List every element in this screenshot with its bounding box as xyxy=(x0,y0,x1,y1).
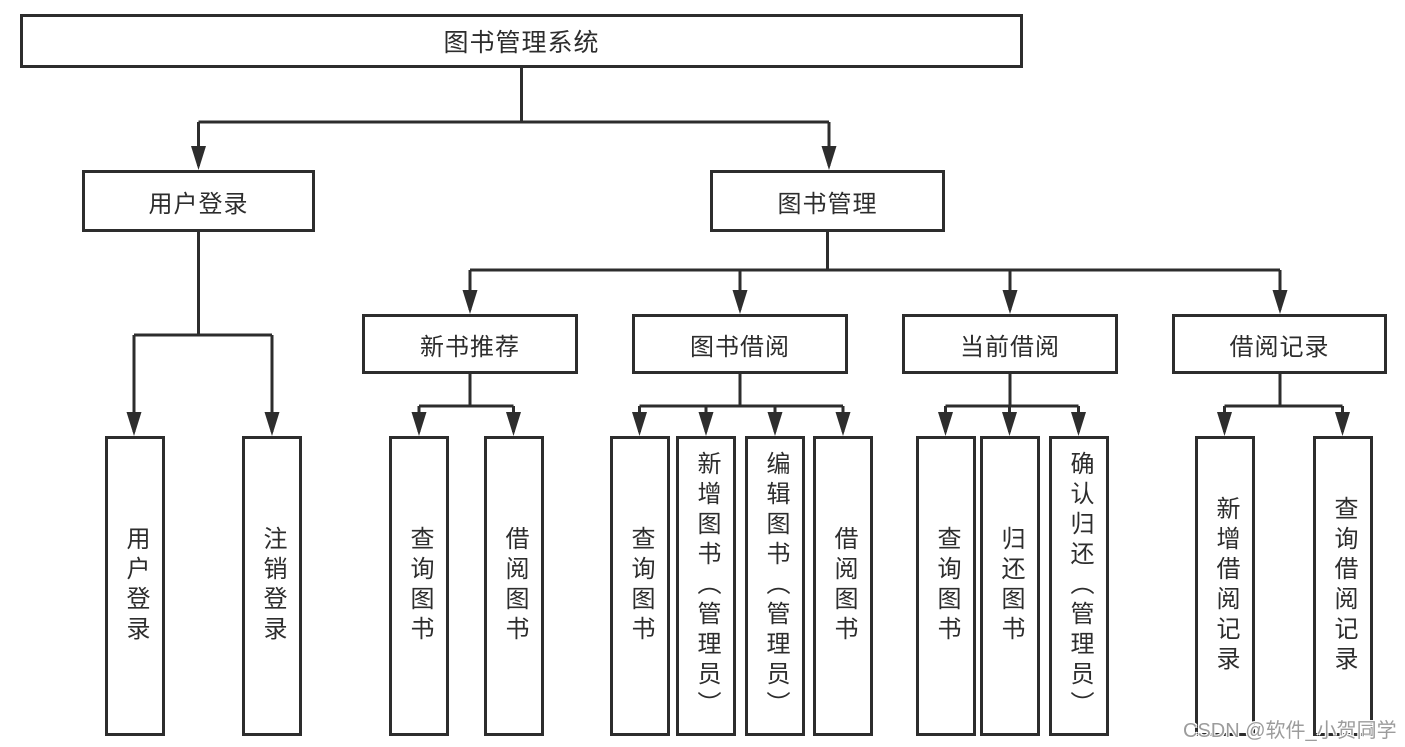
diagram-node-bb-query-book: 查询图书 xyxy=(610,436,670,736)
node-label: 图书管理 xyxy=(777,190,878,218)
diagram-node-book-mgmt: 图书管理 xyxy=(710,170,945,232)
node-label: 新增图书（管理员） xyxy=(693,451,720,721)
diagram-node-br-query-record: 查询借阅记录 xyxy=(1313,436,1373,736)
node-label: 图书管理系统 xyxy=(443,29,600,57)
diagram-node-cb-query-book: 查询图书 xyxy=(916,436,976,736)
connector-root-to-level2 xyxy=(197,67,831,166)
node-label: 查询图书 xyxy=(933,526,960,646)
node-label: 编辑图书（管理员） xyxy=(762,451,789,721)
node-label: 归还图书 xyxy=(997,526,1024,646)
diagram-node-cb-confirm-return: 确认归还（管理员） xyxy=(1049,436,1109,736)
node-label: 注销登录 xyxy=(259,526,286,646)
diagram-node-book-borrow: 图书借阅 xyxy=(632,314,848,374)
node-label: 查询借阅记录 xyxy=(1330,496,1357,676)
diagram-node-nb-borrow-book: 借阅图书 xyxy=(484,436,544,736)
node-label: 用户登录 xyxy=(148,190,249,218)
diagram-node-logout: 注销登录 xyxy=(242,436,302,736)
connector-borrow-records-children xyxy=(1223,373,1344,432)
diagram-node-current-borrow: 当前借阅 xyxy=(902,314,1118,374)
diagram-node-borrow-records: 借阅记录 xyxy=(1172,314,1387,374)
diagram-node-login: 用户登录 xyxy=(105,436,165,736)
connector-user-login-children xyxy=(132,232,274,432)
connector-new-book-rec-children xyxy=(417,373,515,432)
node-label: 借阅图书 xyxy=(830,526,857,646)
node-label: 查询图书 xyxy=(627,526,654,646)
diagram-node-new-book-rec: 新书推荐 xyxy=(362,314,578,374)
csdn-watermark: CSDN @软件_小贺同学 xyxy=(1183,720,1397,742)
node-label: 当前借阅 xyxy=(960,333,1060,361)
diagram-node-user-login: 用户登录 xyxy=(82,170,315,232)
node-label: 新增借阅记录 xyxy=(1212,496,1239,676)
connector-book-borrow-children xyxy=(638,373,845,432)
node-label: 确认归还（管理员） xyxy=(1066,451,1093,721)
node-label: 用户登录 xyxy=(122,526,149,646)
diagram-node-bb-add-book: 新增图书（管理员） xyxy=(676,436,736,736)
diagram-node-root: 图书管理系统 xyxy=(20,14,1023,68)
node-label: 查询图书 xyxy=(406,526,433,646)
node-label: 新书推荐 xyxy=(420,333,520,361)
node-label: 借阅图书 xyxy=(501,526,528,646)
arrowheads xyxy=(126,146,1350,436)
diagram-node-nb-query-book: 查询图书 xyxy=(389,436,449,736)
node-label: 图书借阅 xyxy=(690,333,790,361)
diagram-node-br-add-record: 新增借阅记录 xyxy=(1195,436,1255,736)
diagram-node-cb-return-book: 归还图书 xyxy=(980,436,1040,736)
connector-book-mgmt-children xyxy=(468,232,1282,310)
node-label: 借阅记录 xyxy=(1229,333,1330,361)
diagram-node-bb-edit-book: 编辑图书（管理员） xyxy=(745,436,805,736)
diagram-node-bb-borrow-book: 借阅图书 xyxy=(813,436,873,736)
